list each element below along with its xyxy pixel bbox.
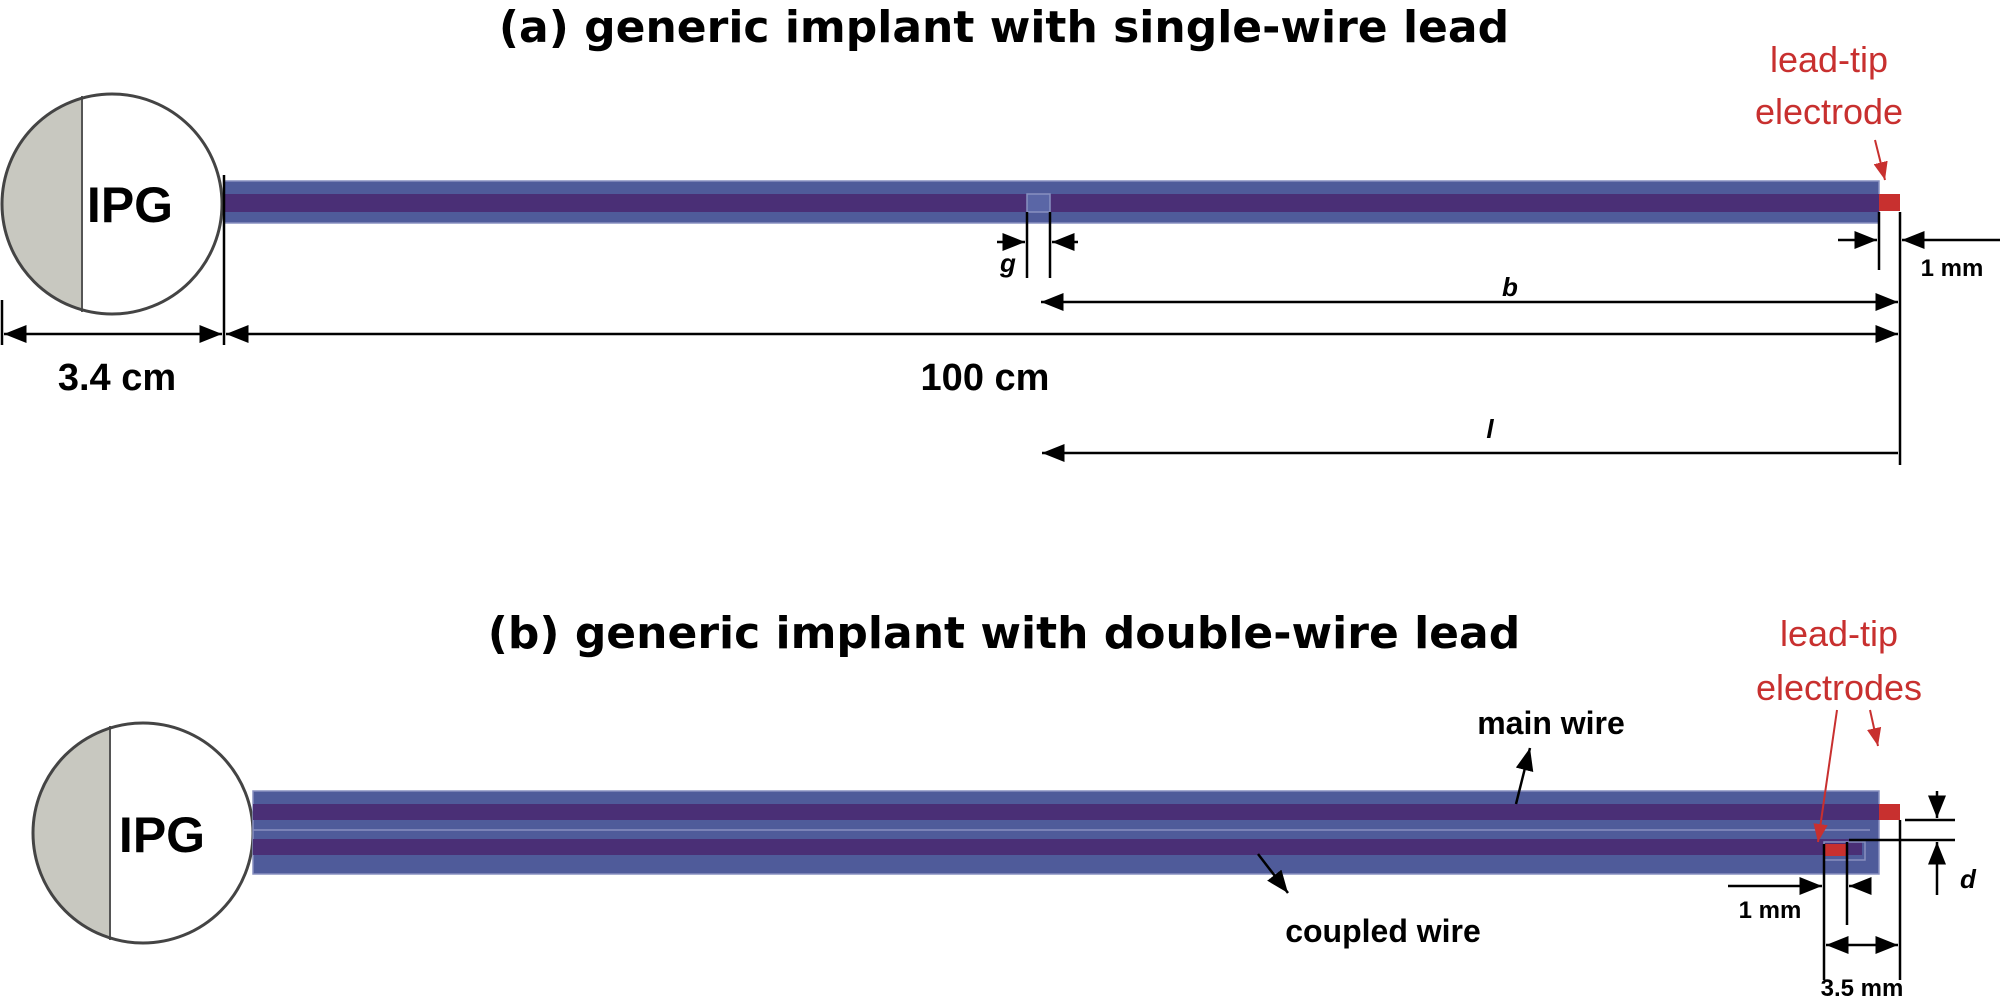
single-wire-lead xyxy=(223,180,1900,224)
coupled-electrode xyxy=(1824,844,1847,856)
electrodes-label: electrodes xyxy=(1756,667,1922,708)
dim-tip-label: 1 mm xyxy=(1739,897,1802,924)
dim-l-label: l xyxy=(1486,414,1494,444)
panel-a: (a) generic implant with single-wire lea… xyxy=(0,2,2000,465)
coupled-wire xyxy=(253,839,1862,855)
electrode-label: lead-tip xyxy=(1770,39,1888,80)
main-wire-label: main wire xyxy=(1477,705,1625,741)
panel-b-title: (b) generic implant with double-wire lea… xyxy=(488,608,1520,659)
panel-b: (b) generic implant with double-wire lea… xyxy=(31,608,1977,1002)
lead-tip-electrode xyxy=(1879,194,1900,211)
ipg-label: IPG xyxy=(119,807,205,863)
dim-b-label: b xyxy=(1502,272,1518,302)
dim-tip-label: 1 mm xyxy=(1921,255,1984,282)
ipg-label: IPG xyxy=(87,177,173,233)
double-wire-lead xyxy=(252,790,1900,875)
dim-lead-label: 100 cm xyxy=(921,357,1050,399)
dim-offset-label: 3.5 mm xyxy=(1821,975,1904,1002)
dim-gap-label: g xyxy=(999,248,1016,278)
ipg-device: IPG xyxy=(0,92,224,316)
dim-ipg-label: 3.4 cm xyxy=(58,357,176,399)
main-electrode xyxy=(1879,804,1900,820)
electrode-label: electrode xyxy=(1755,91,1903,132)
electrodes-label: lead-tip xyxy=(1780,613,1898,654)
wire-gap xyxy=(1026,193,1051,213)
main-wire xyxy=(253,804,1879,820)
ipg-device: IPG xyxy=(31,721,255,945)
dim-d-label: d xyxy=(1960,864,1977,894)
panel-a-title: (a) generic implant with single-wire lea… xyxy=(499,2,1509,53)
electrode-arrow xyxy=(1873,139,1888,181)
coupled-wire-label: coupled wire xyxy=(1285,913,1481,949)
